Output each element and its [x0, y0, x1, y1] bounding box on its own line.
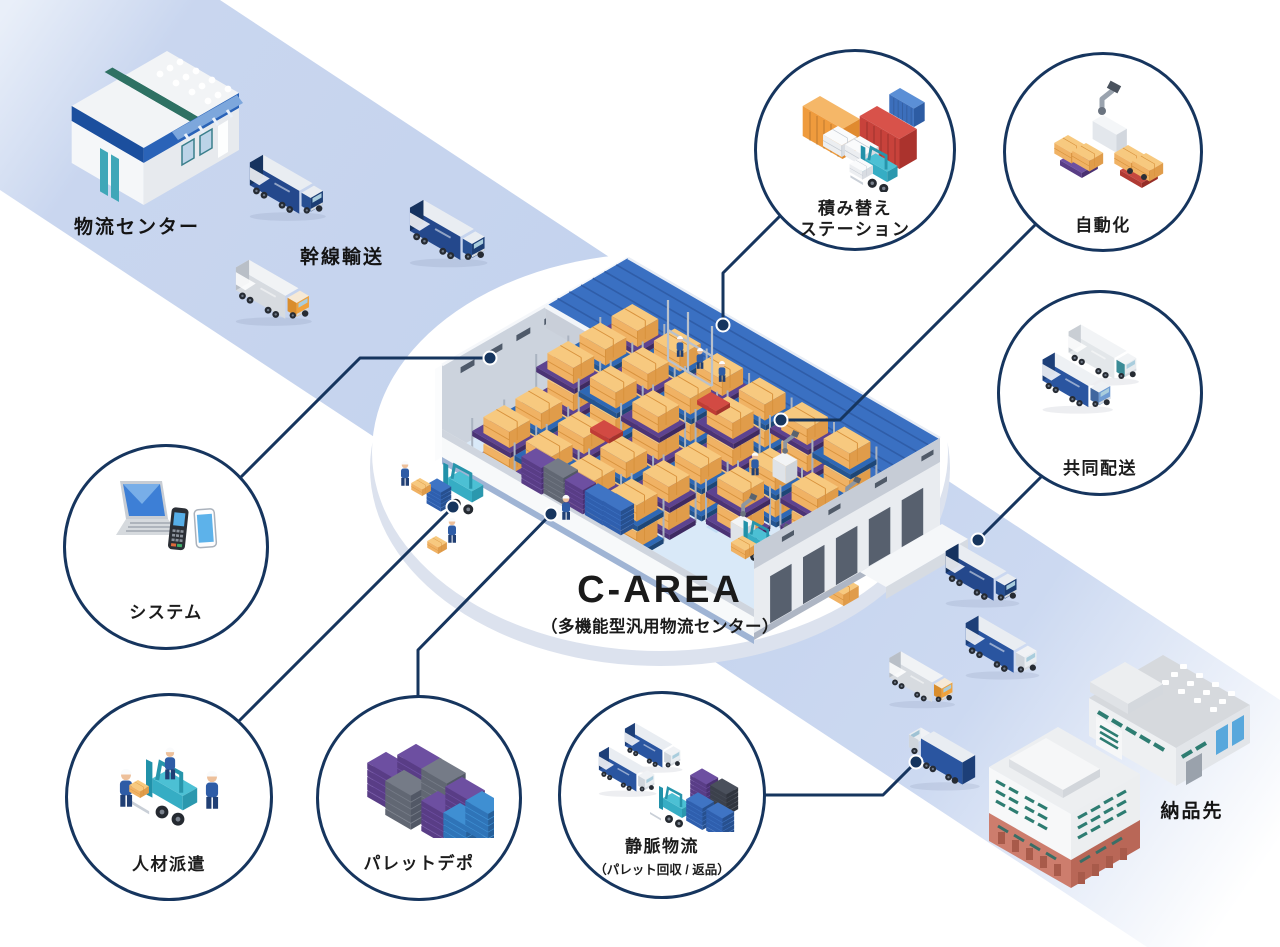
connector-dots	[445, 317, 986, 770]
node-pallet-depot: パレットデポ	[316, 695, 522, 901]
system-icon	[116, 481, 218, 551]
trunk-transport-label: 幹線輸送	[299, 247, 384, 268]
system-label: システム	[129, 603, 203, 622]
pallet-depot-label: パレットデポ	[363, 854, 475, 873]
delivery-destination-label: 納品先	[1160, 801, 1224, 822]
logistics-center-label: 物流センター	[73, 217, 200, 238]
c-area-warehouse	[401, 256, 968, 644]
automation-label: 自動化	[1075, 216, 1131, 235]
automation-icon	[1053, 80, 1164, 189]
joint-delivery-label: 共同配送	[1063, 459, 1137, 478]
node-reverse-logistics: 静脈物流 （パレット回収 / 返品）	[558, 691, 766, 899]
delivery-office-building	[989, 727, 1140, 888]
node-system: システム	[63, 444, 269, 650]
center-title-sub: （多機能型汎用物流センター）	[541, 618, 779, 636]
connector-lines	[238, 215, 1043, 797]
node-joint-delivery: 共同配送	[997, 290, 1203, 496]
transshipment-label-line1: 積み替え	[818, 199, 892, 218]
staffing-icon	[119, 747, 219, 837]
reverse-logistics-icon	[598, 722, 742, 832]
joint-delivery-icon	[1041, 323, 1140, 415]
node-staffing: 人材派遣	[65, 693, 273, 901]
staffing-label: 人材派遣	[132, 855, 206, 874]
center-title-main: C-AREA	[577, 569, 743, 611]
transshipment-station-icon	[801, 87, 926, 192]
center-title-block: C-AREA （多機能型汎用物流センター）	[480, 570, 840, 637]
pallet-depot-icon	[344, 728, 494, 838]
node-transshipment-station: 積み替え ステーション	[754, 49, 956, 251]
logistics-center-building	[71, 51, 243, 205]
reverse-logistics-label: 静脈物流	[625, 837, 699, 856]
reverse-logistics-sublabel: （パレット回収 / 返品）	[594, 863, 730, 877]
transshipment-label-line2: ステーション	[799, 220, 911, 239]
node-automation: 自動化	[1003, 52, 1203, 252]
delivery-destination-buildings	[1089, 655, 1250, 786]
